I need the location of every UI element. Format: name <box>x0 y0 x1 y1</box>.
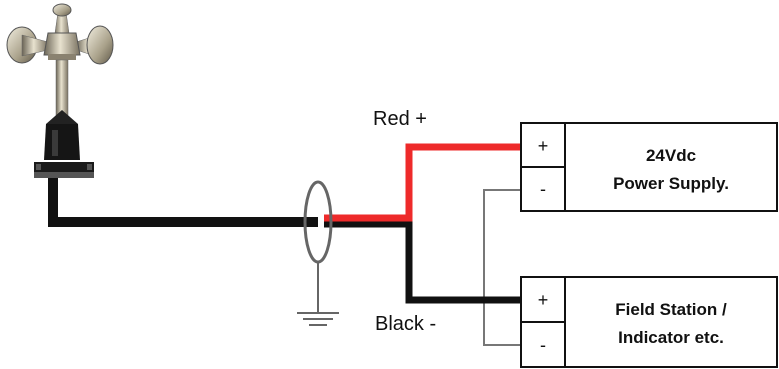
red-wire <box>324 143 526 222</box>
power-supply-plus: + <box>538 136 549 156</box>
shield-wire <box>483 189 524 346</box>
power-supply-line2: Power Supply. <box>613 174 729 193</box>
anemometer-icon <box>6 3 114 178</box>
black-wire-label: Black - <box>375 313 436 335</box>
power-supply-box: + - 24Vdc Power Supply. <box>520 122 778 212</box>
field-station-box: + - Field Station / Indicator etc. <box>520 276 778 368</box>
power-supply-minus: - <box>540 179 546 199</box>
red-wire-label: Red + <box>373 108 427 130</box>
field-station-plus: + <box>538 290 549 310</box>
field-station-line2: Indicator etc. <box>618 328 724 347</box>
field-station-line1: Field Station / <box>615 300 727 319</box>
black-wire <box>48 178 526 304</box>
ground-icon <box>297 180 339 326</box>
power-supply-line1: 24Vdc <box>646 146 696 165</box>
field-station-minus: - <box>540 335 546 355</box>
